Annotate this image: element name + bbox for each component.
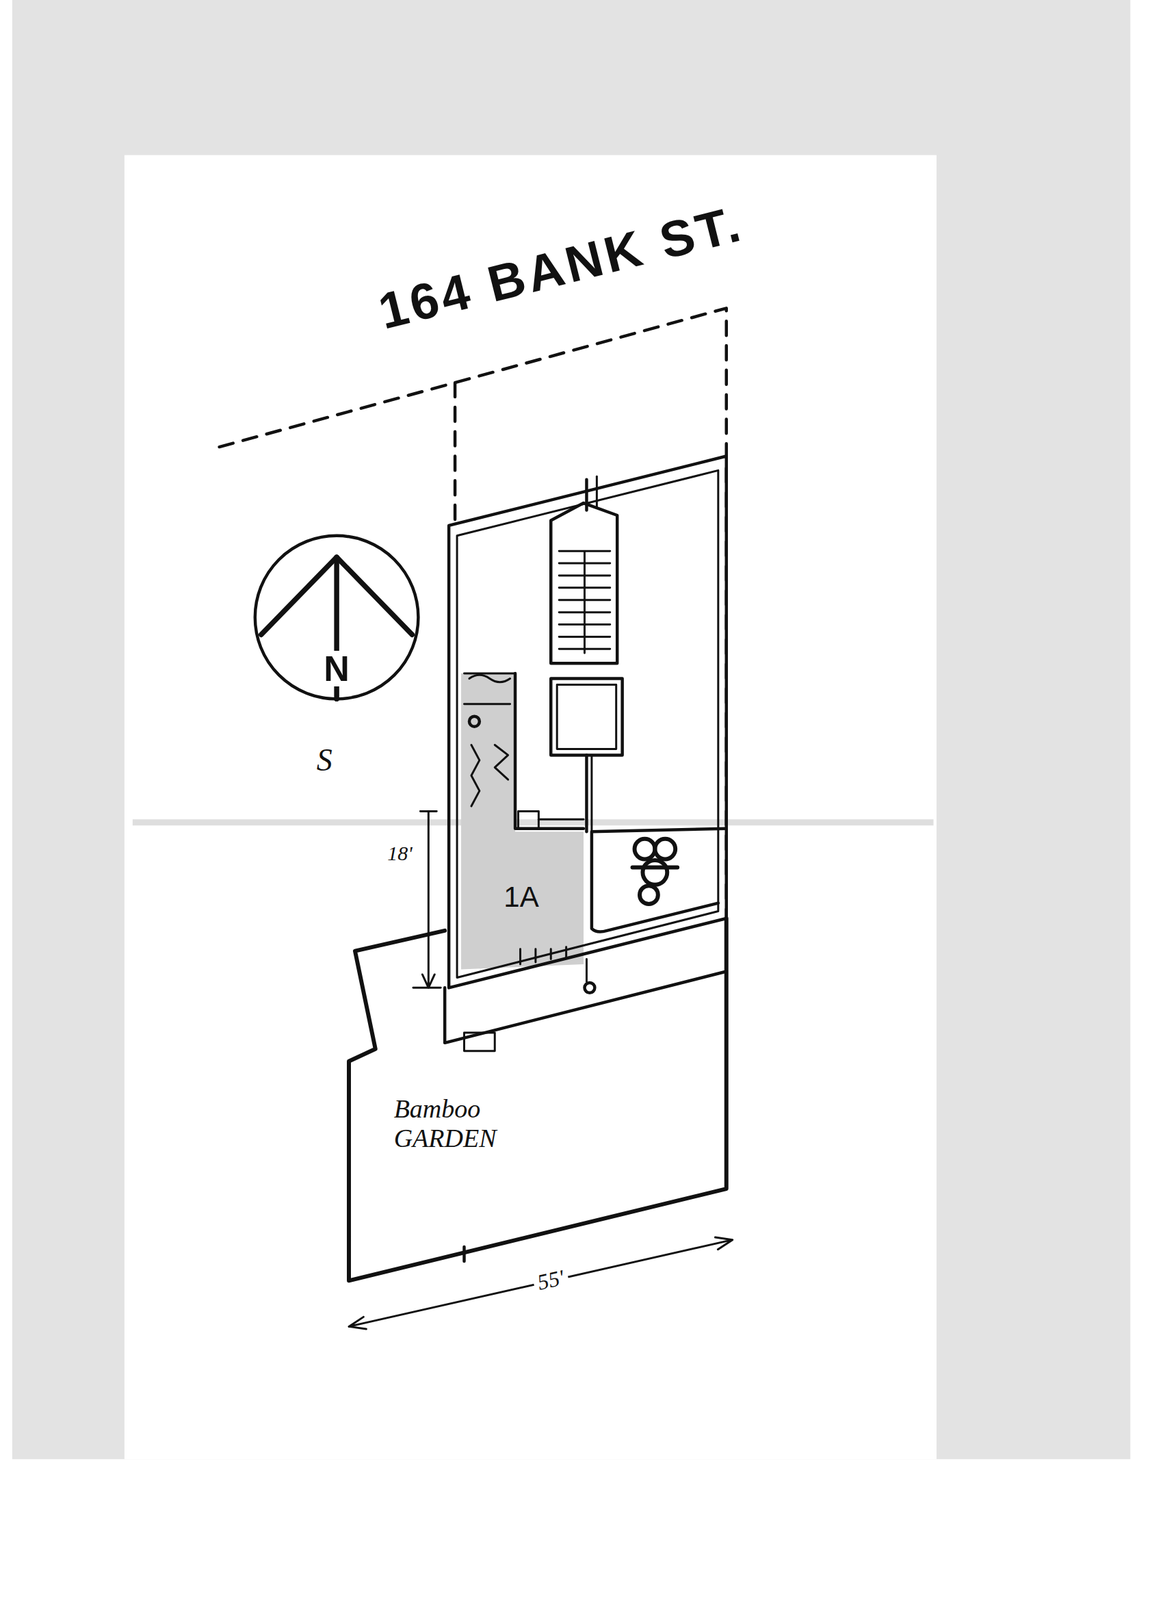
fixture-symbol bbox=[538, 818, 584, 821]
partition-wall bbox=[595, 476, 598, 507]
garden-area: Bamboo GARDEN bbox=[389, 1089, 501, 1158]
stair-outline bbox=[550, 502, 618, 663]
scan-streak bbox=[132, 818, 934, 826]
fixture-counter bbox=[464, 673, 516, 704]
room-area: 1A bbox=[461, 834, 582, 960]
partition-wall bbox=[590, 754, 593, 832]
fixture-symbol bbox=[518, 810, 540, 828]
room-shading bbox=[461, 673, 584, 969]
compass-rose: N bbox=[255, 535, 419, 700]
post-symbol bbox=[584, 982, 595, 993]
property-line bbox=[219, 307, 727, 1189]
partition-wall bbox=[584, 754, 588, 832]
steps bbox=[520, 946, 567, 964]
room-number: 1A bbox=[503, 882, 539, 912]
garden-wall bbox=[348, 918, 727, 1280]
garden-gate bbox=[462, 1246, 466, 1261]
plant-symbol bbox=[632, 864, 678, 869]
building-outer-wall bbox=[448, 456, 727, 988]
dimension-line bbox=[413, 810, 441, 988]
property-line bbox=[453, 382, 457, 526]
fixture-symbol bbox=[469, 716, 480, 727]
terrace-edge bbox=[444, 971, 727, 1043]
dimension-text: 18' bbox=[387, 842, 412, 864]
plant-symbol bbox=[639, 885, 659, 904]
stair-treads bbox=[558, 550, 611, 653]
paper-sheet bbox=[124, 155, 937, 1460]
building-inner-wall bbox=[456, 469, 719, 977]
fixture-symbol bbox=[469, 674, 511, 682]
fixture-symbol bbox=[471, 744, 509, 806]
plant-symbol bbox=[634, 838, 656, 860]
plant-symbol bbox=[632, 838, 678, 904]
closet-box bbox=[550, 678, 622, 756]
plant-symbol bbox=[642, 859, 668, 885]
compass-circle bbox=[255, 535, 419, 700]
dimension-line bbox=[348, 1236, 733, 1329]
room-wall bbox=[591, 828, 727, 932]
north-letter: N bbox=[320, 650, 353, 687]
south-mark: S bbox=[316, 744, 333, 776]
scan-ground bbox=[12, 0, 1131, 1459]
area-name: Bamboo GARDEN bbox=[394, 1093, 497, 1154]
plant-symbol bbox=[654, 838, 676, 860]
closet-box bbox=[556, 684, 616, 750]
partition-wall bbox=[515, 673, 584, 829]
post-symbol bbox=[585, 959, 588, 982]
